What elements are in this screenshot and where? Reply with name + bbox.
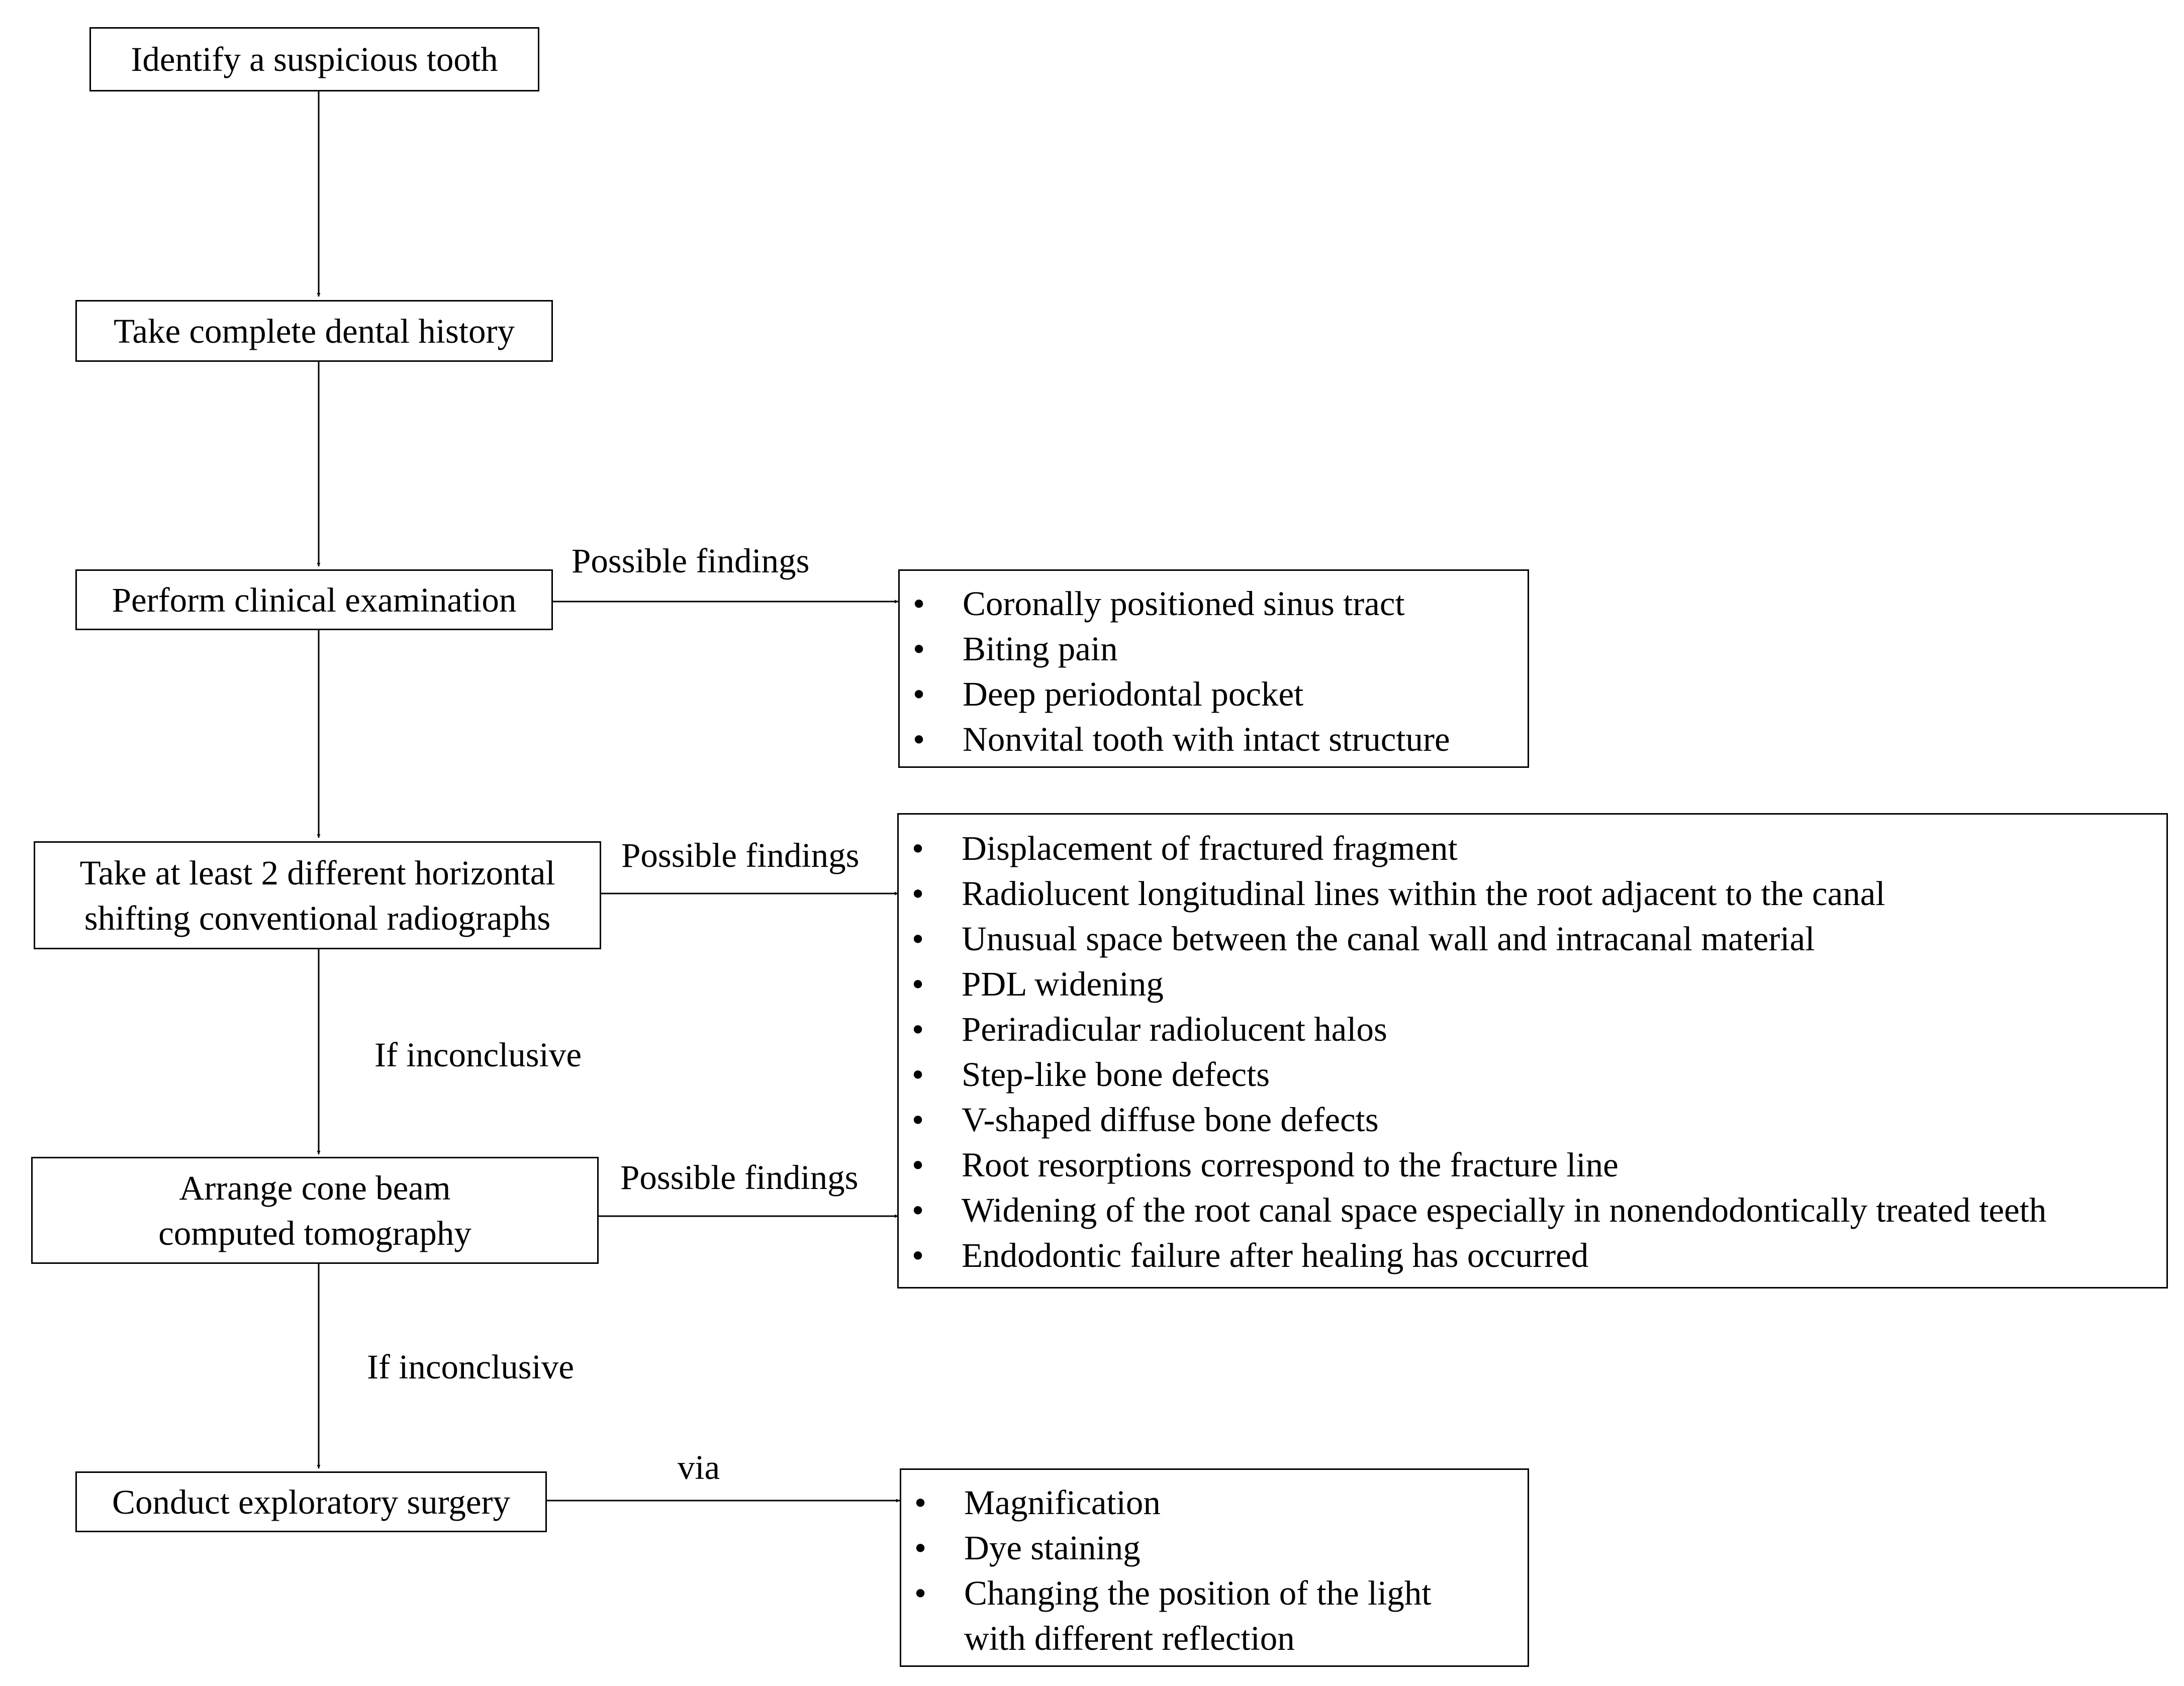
imaging-finding-text: Periradicular radiolucent halos bbox=[962, 1010, 1387, 1048]
bullet-mark: • bbox=[912, 1191, 924, 1229]
imaging-finding-item: • Radiolucent longitudinal lines within t… bbox=[899, 871, 2166, 916]
imaging-finding-item: • Unusual space between the canal wall an… bbox=[899, 916, 2166, 961]
step-dental-history: Take complete dental history bbox=[75, 300, 553, 362]
step-conventional-radiographs: Take at least 2 different horizontal shi… bbox=[34, 841, 601, 949]
imaging-findings-list: • Displacement of fractured fragment • Rad… bbox=[899, 826, 2166, 1278]
imaging-finding-item: • Periradicular radiolucent halos bbox=[899, 1007, 2166, 1052]
bullet-mark: • bbox=[912, 920, 924, 958]
bullet-mark: • bbox=[912, 1146, 924, 1184]
imaging-finding-text: Widening of the root canal space especia… bbox=[962, 1191, 2047, 1229]
bullet-mark: • bbox=[912, 1236, 924, 1274]
clinical-finding-item: • Deep periodontal pocket bbox=[900, 671, 1528, 717]
label-radiograph-possible-findings: Possible findings bbox=[621, 836, 860, 874]
bullet-mark: • bbox=[912, 874, 924, 913]
step-cone-beam-ct: Arrange cone beam computed tomography bbox=[31, 1157, 599, 1264]
label-via: via bbox=[677, 1448, 720, 1486]
bullet-mark: • bbox=[913, 675, 925, 713]
bullet-mark: • bbox=[912, 829, 924, 867]
imaging-finding-text: Step-like bone defects bbox=[962, 1055, 1270, 1094]
step-identify-label: Identify a suspicious tooth bbox=[131, 40, 498, 78]
imaging-finding-text: V-shaped diffuse bone defects bbox=[962, 1101, 1379, 1139]
clinical-finding-text: Biting pain bbox=[963, 630, 1118, 668]
imaging-finding-text: Endodontic failure after healing has occ… bbox=[962, 1236, 1589, 1274]
label-if-inconclusive-cbct: If inconclusive bbox=[367, 1348, 574, 1386]
surgery-aid-item: • Magnification bbox=[901, 1480, 1528, 1525]
clinical-findings-list: • Coronally positioned sinus tract • Bitin… bbox=[900, 581, 1528, 762]
imaging-finding-item: • Widening of the root canal space especi… bbox=[899, 1187, 2166, 1233]
label-cbct-possible-findings: Possible findings bbox=[620, 1158, 859, 1197]
surgery-aids-box: • Magnification • Dye staining • Changing t… bbox=[900, 1468, 1529, 1667]
clinical-finding-text: Nonvital tooth with intact structure bbox=[963, 720, 1450, 758]
imaging-finding-text: Root resorptions correspond to the fract… bbox=[962, 1146, 1619, 1184]
imaging-finding-text: PDL widening bbox=[962, 965, 1164, 1003]
surgery-aid-item: • Dye staining bbox=[901, 1525, 1528, 1570]
bullet-mark: • bbox=[912, 1055, 924, 1094]
clinical-finding-item: • Biting pain bbox=[900, 626, 1528, 671]
surgery-aids-list: • Magnification • Dye staining • Changing t… bbox=[901, 1480, 1528, 1661]
bullet-mark: • bbox=[913, 630, 925, 668]
clinical-finding-text: Deep periodontal pocket bbox=[963, 675, 1304, 713]
clinical-finding-text: Coronally positioned sinus tract bbox=[963, 584, 1405, 623]
step-clinical-label: Perform clinical examination bbox=[112, 580, 517, 619]
bullet-mark: • bbox=[914, 1529, 927, 1567]
step-identify-suspicious-tooth: Identify a suspicious tooth bbox=[89, 27, 539, 91]
clinical-finding-item: • Coronally positioned sinus tract bbox=[900, 581, 1528, 626]
imaging-finding-item: • Root resorptions correspond to the frac… bbox=[899, 1142, 2166, 1187]
label-clinical-possible-findings: Possible findings bbox=[572, 542, 810, 580]
imaging-finding-text: Unusual space between the canal wall and… bbox=[962, 920, 1815, 958]
bullet-mark: • bbox=[914, 1483, 927, 1522]
imaging-finding-item: • PDL widening bbox=[899, 961, 2166, 1007]
surgery-aid-item: • Changing the position of the light with … bbox=[901, 1570, 1528, 1661]
bullet-mark: • bbox=[913, 720, 925, 758]
step-surgery-label: Conduct exploratory surgery bbox=[112, 1482, 511, 1521]
step-history-label: Take complete dental history bbox=[114, 312, 515, 350]
imaging-finding-item: • Endodontic failure after healing has oc… bbox=[899, 1233, 2166, 1278]
step-clinical-examination: Perform clinical examination bbox=[75, 569, 553, 630]
step-radiographs-label-line-1: Take at least 2 different horizontal bbox=[79, 853, 555, 892]
imaging-finding-item: • V-shaped diffuse bone defects bbox=[899, 1097, 2166, 1142]
bullet-mark: • bbox=[914, 1574, 927, 1612]
clinical-finding-item: • Nonvital tooth with intact structure bbox=[900, 717, 1528, 762]
step-exploratory-surgery: Conduct exploratory surgery bbox=[75, 1471, 547, 1532]
imaging-finding-item: • Displacement of fractured fragment bbox=[899, 826, 2166, 871]
surgery-aid-text: Dye staining bbox=[964, 1529, 1141, 1567]
surgery-aid-text-line-2: with different reflection bbox=[964, 1619, 1295, 1657]
bullet-mark: • bbox=[912, 1101, 924, 1139]
bullet-mark: • bbox=[912, 1010, 924, 1048]
surgery-aid-text: Magnification bbox=[964, 1483, 1161, 1522]
imaging-finding-text: Radiolucent longitudinal lines within th… bbox=[962, 874, 1885, 913]
clinical-findings-box: • Coronally positioned sinus tract • Bitin… bbox=[898, 569, 1529, 768]
bullet-mark: • bbox=[913, 584, 925, 623]
step-cbct-label-line-1: Arrange cone beam bbox=[179, 1168, 451, 1207]
imaging-finding-text: Displacement of fractured fragment bbox=[962, 829, 1458, 867]
label-if-inconclusive-radiographs: If inconclusive bbox=[374, 1036, 582, 1074]
step-cbct-label-line-2: computed tomography bbox=[158, 1214, 471, 1252]
bullet-mark: • bbox=[912, 965, 924, 1003]
imaging-findings-box: • Displacement of fractured fragment • Rad… bbox=[897, 813, 2168, 1288]
step-radiographs-label-line-2: shifting conventional radiographs bbox=[84, 899, 551, 937]
surgery-aid-text-line-1: Changing the position of the light bbox=[964, 1574, 1432, 1612]
imaging-finding-item: • Step-like bone defects bbox=[899, 1052, 2166, 1097]
